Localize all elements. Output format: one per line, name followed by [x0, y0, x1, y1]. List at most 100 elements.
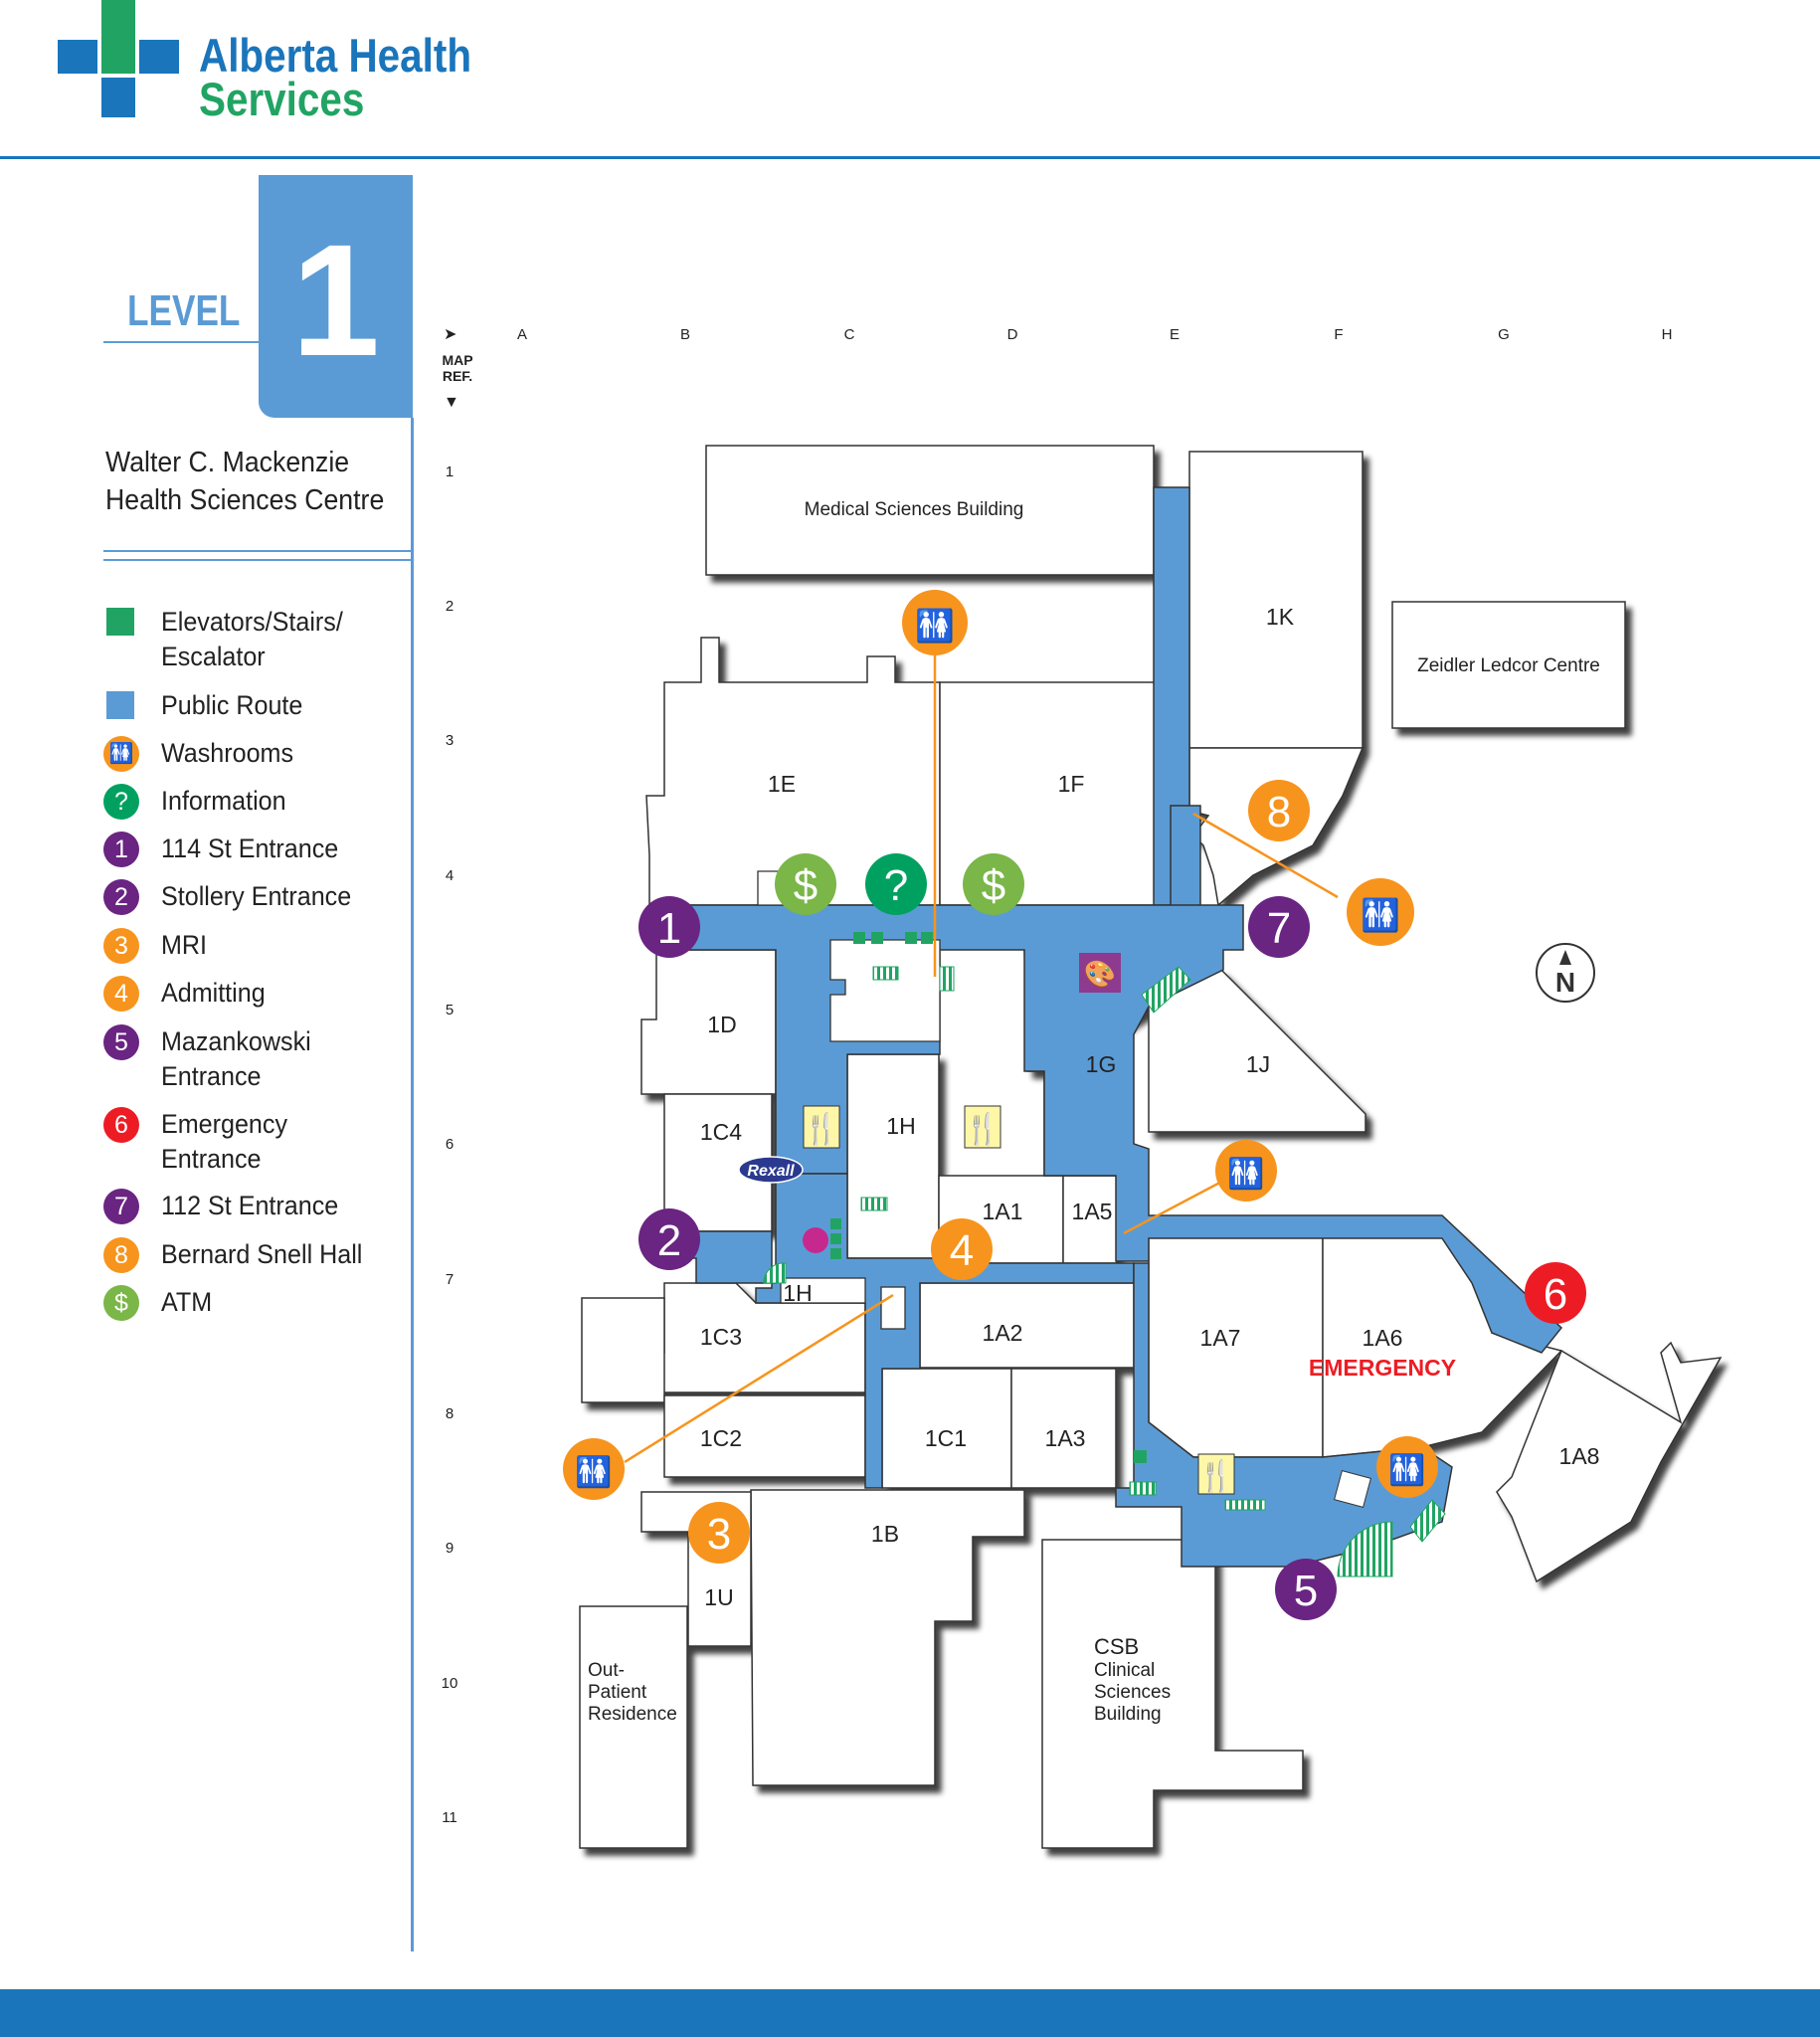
marker-admitting-label: 4 [950, 1226, 974, 1275]
legend-rule-bottom [103, 559, 412, 561]
legend-symbol: ? [103, 784, 139, 820]
elevator-2 [871, 932, 883, 944]
food-icon-1 [803, 1105, 840, 1149]
label-1a6: 1A6 [1363, 1325, 1403, 1351]
legend-label: 114 St Entrance [161, 832, 338, 866]
washroom-icon-bernard-snell[interactable]: 🚻 [1347, 878, 1414, 946]
legend-symbol: 8 [103, 1237, 139, 1273]
legend-item: 1 114 St Entrance [103, 832, 412, 871]
legend-label-line1: MRI [161, 930, 208, 960]
marker-entrance-112[interactable] [1248, 896, 1310, 958]
rexall-pharmacy-icon [738, 1156, 804, 1184]
washroom-markers: 🚻 🚻 🚻 🚻 🚻 [563, 590, 1438, 1500]
washroom-icon-left[interactable]: 🚻 [563, 1438, 625, 1500]
food-icon-glyph-2: 🍴 [964, 1111, 1001, 1147]
label-1k: 1K [1266, 604, 1295, 630]
grid-row-label: 5 [445, 1002, 455, 1018]
marker-entrance-mazankowski[interactable] [1275, 1559, 1337, 1620]
marker-bernard-snell[interactable] [1248, 780, 1310, 841]
legend-label-line1: Admitting [161, 978, 266, 1008]
stollery-bear-icon [803, 1227, 828, 1253]
label-1u: 1U [704, 1584, 733, 1610]
legend-symbol: 2 [103, 879, 139, 915]
label-1d: 1D [707, 1012, 736, 1037]
facility-name: Walter C. Mackenzie Health Sciences Cent… [105, 444, 384, 519]
marker-info[interactable] [865, 853, 927, 915]
label-csb-name-2: Sciences [1094, 1682, 1171, 1703]
level-number: 1 [291, 211, 380, 389]
washroom-icon-lower[interactable]: 🚻 [1376, 1436, 1438, 1498]
marker-bernard-snell-label: 8 [1267, 788, 1291, 836]
washroom-icon-mid[interactable]: 🚻 [1215, 1140, 1277, 1202]
facility-name-line1: Walter C. Mackenzie [105, 447, 350, 478]
marker-atm-1[interactable] [775, 853, 836, 915]
svg-text:🚻: 🚻 [1388, 1452, 1425, 1487]
marker-entrance-emergency[interactable] [1525, 1262, 1586, 1324]
marker-entrance-114[interactable] [638, 896, 700, 958]
elevator-4 [921, 932, 933, 944]
brand-name-line1: Alberta Health [199, 29, 472, 82]
label-zeidler: Zeidler Ledcor Centre [1417, 655, 1600, 676]
legend-label-line1: Elevators/Stairs/ [161, 607, 343, 637]
marker-admitting[interactable] [931, 1218, 993, 1280]
legend-label-line2: Escalator [161, 642, 266, 671]
legend-label-line2: Entrance [161, 1144, 262, 1174]
legend-label-line1: ATM [161, 1287, 213, 1317]
legend-label-line1: Information [161, 786, 286, 816]
legend-item: ? Information [103, 784, 412, 824]
grid-column-label: G [1498, 326, 1510, 343]
marker-mri[interactable] [688, 1502, 750, 1564]
legend-symbol: 1 [103, 832, 139, 867]
grid-row-label: 9 [445, 1540, 455, 1557]
marker-entrance-stollery[interactable] [638, 1208, 700, 1270]
stairs-1 [872, 966, 899, 981]
grid-row-label: 7 [445, 1271, 455, 1288]
label-1c1: 1C1 [925, 1425, 967, 1451]
level-badge [259, 175, 413, 418]
food-icon-glyph-1: 🍴 [803, 1111, 839, 1147]
washroom-icon-top[interactable]: 🚻 [902, 590, 968, 655]
grid-column-label: D [1006, 326, 1018, 343]
label-medical-sciences: Medical Sciences Building [805, 499, 1024, 520]
level-underline [103, 341, 259, 343]
washroom-icon: 🚻 [103, 736, 139, 772]
map-ref-label: MAP REF. [434, 352, 481, 384]
stairs-spiral-1 [763, 1262, 787, 1284]
label-1j: 1J [1246, 1051, 1270, 1077]
legend-label: Washrooms [161, 736, 293, 771]
north-arrow-icon: N [1536, 943, 1595, 1003]
marker-atm-2[interactable] [963, 853, 1024, 915]
svg-text:🚻: 🚻 [1361, 897, 1400, 933]
legend-label-line1: 112 St Entrance [161, 1191, 339, 1220]
food-icon-3 [1197, 1453, 1235, 1495]
grid-column-label: F [1334, 326, 1344, 343]
marker-atm-1-label: $ [794, 861, 818, 910]
legend-label: Stollery Entrance [161, 879, 351, 914]
label-csb-name-3: Building [1094, 1704, 1162, 1725]
marker-entrance-emergency-label: 6 [1544, 1270, 1567, 1319]
label-1a7: 1A7 [1200, 1325, 1241, 1351]
pointer-washroom-left [624, 1293, 894, 1464]
legend-label: Public Route [161, 688, 302, 723]
legend-label: Bernard Snell Hall [161, 1237, 362, 1272]
building-1k [1188, 451, 1364, 749]
stairs-spiral-2 [1337, 1521, 1393, 1577]
room-1a2-outline [919, 1282, 1135, 1369]
building-zeidler [1391, 601, 1626, 729]
sidebar-divider [411, 418, 414, 1951]
pointer-bernard-snell [1192, 812, 1339, 899]
stairs-4 [1129, 1481, 1157, 1496]
label-emergency: EMERGENCY [1309, 1355, 1456, 1381]
room-1h-upper-block [829, 939, 941, 1042]
room-1h-outline [846, 1053, 940, 1259]
building-medical-sciences [705, 445, 1155, 576]
svg-text:N: N [1555, 967, 1575, 998]
legend-item: Elevators/Stairs/Escalator [103, 605, 412, 671]
map-ref-line2: REF. [442, 368, 473, 384]
label-1h: 1H [886, 1113, 915, 1139]
floor-map: Medical Sciences Building Zeidler Ledcor… [563, 445, 1723, 1849]
elevator-1 [853, 932, 865, 944]
legend-swatch [106, 608, 134, 636]
room-1a8-outline [1496, 1341, 1723, 1583]
